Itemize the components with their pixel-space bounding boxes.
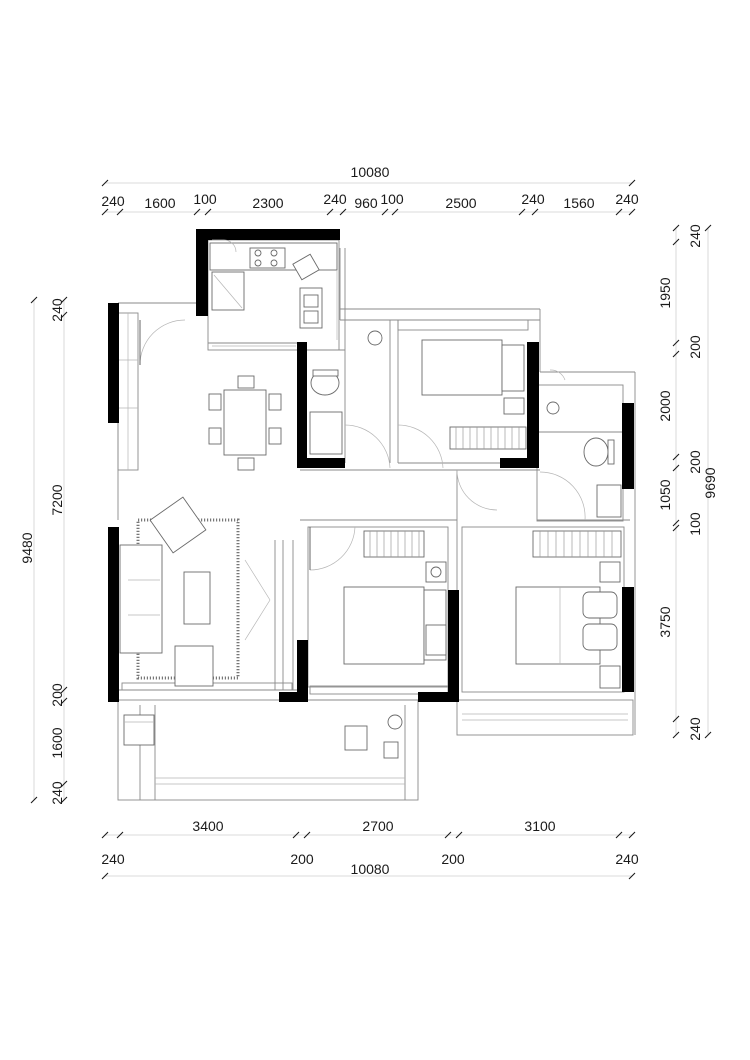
- balcony-fixtures: [123, 714, 403, 759]
- top-seg-3: 2300: [252, 195, 283, 211]
- top-seg-7: 2500: [445, 195, 476, 211]
- top-total-label: 10080: [351, 164, 390, 180]
- left-seg-3: 1600: [49, 727, 65, 758]
- top-dimensions: 10080 240 1600 100 2300 240 960 100 2500…: [101, 164, 639, 216]
- bottom-wall-1: 200: [290, 851, 314, 867]
- bottom-wall-0: 240: [101, 851, 125, 867]
- bottom-dimensions: 3400 2700 3100 240 200 200 240 10080: [101, 818, 639, 880]
- bottom-seg-0: 3400: [192, 818, 223, 834]
- right-seg-4: 200: [687, 450, 703, 474]
- living-room-furniture: [119, 496, 271, 687]
- left-seg-1: 7200: [49, 484, 65, 515]
- left-seg-2: 200: [49, 683, 65, 707]
- bottom-seg-1: 2700: [362, 818, 393, 834]
- bedroom-4-furniture: [515, 530, 622, 689]
- right-total-label: 9690: [702, 467, 718, 498]
- structural-walls: [108, 229, 634, 702]
- top-seg-0: 240: [101, 193, 125, 209]
- bedroom-2-furniture: [421, 339, 527, 450]
- right-seg-0: 240: [687, 224, 703, 248]
- bathroom-1-fixtures: [309, 330, 383, 455]
- bathroom-2-fixtures: [546, 401, 622, 518]
- right-seg-2: 200: [687, 335, 703, 359]
- left-seg-4: 240: [49, 781, 65, 805]
- top-seg-6: 100: [380, 191, 404, 207]
- bottom-total-label: 10080: [351, 861, 390, 877]
- left-dimensions: 9480 240 7200 200 1600 240: [19, 296, 68, 805]
- right-seg-5: 1050: [657, 479, 673, 510]
- top-seg-2: 100: [193, 191, 217, 207]
- top-seg-4: 240: [323, 191, 347, 207]
- kitchen-fixtures: [209, 239, 338, 340]
- left-seg-0: 240: [49, 298, 65, 322]
- dining-set: [208, 375, 282, 471]
- bottom-wall-2: 200: [441, 851, 465, 867]
- bedroom-3-furniture: [343, 530, 447, 665]
- right-dimensions: 240 1950 200 2000 200 9690 1050 100 3750…: [657, 224, 718, 741]
- doors: [139, 319, 586, 571]
- top-seg-5: 960: [354, 195, 378, 211]
- right-seg-8: 240: [687, 717, 703, 741]
- right-seg-7: 3750: [657, 606, 673, 637]
- right-seg-3: 2000: [657, 390, 673, 421]
- top-seg-1: 1600: [144, 195, 175, 211]
- left-total-label: 9480: [19, 532, 35, 563]
- bottom-seg-2: 3100: [524, 818, 555, 834]
- top-seg-10: 240: [615, 191, 639, 207]
- right-seg-1: 1950: [657, 277, 673, 308]
- top-seg-9: 1560: [563, 195, 594, 211]
- top-seg-8: 240: [521, 191, 545, 207]
- right-seg-6: 100: [687, 512, 703, 536]
- bottom-wall-3: 240: [615, 851, 639, 867]
